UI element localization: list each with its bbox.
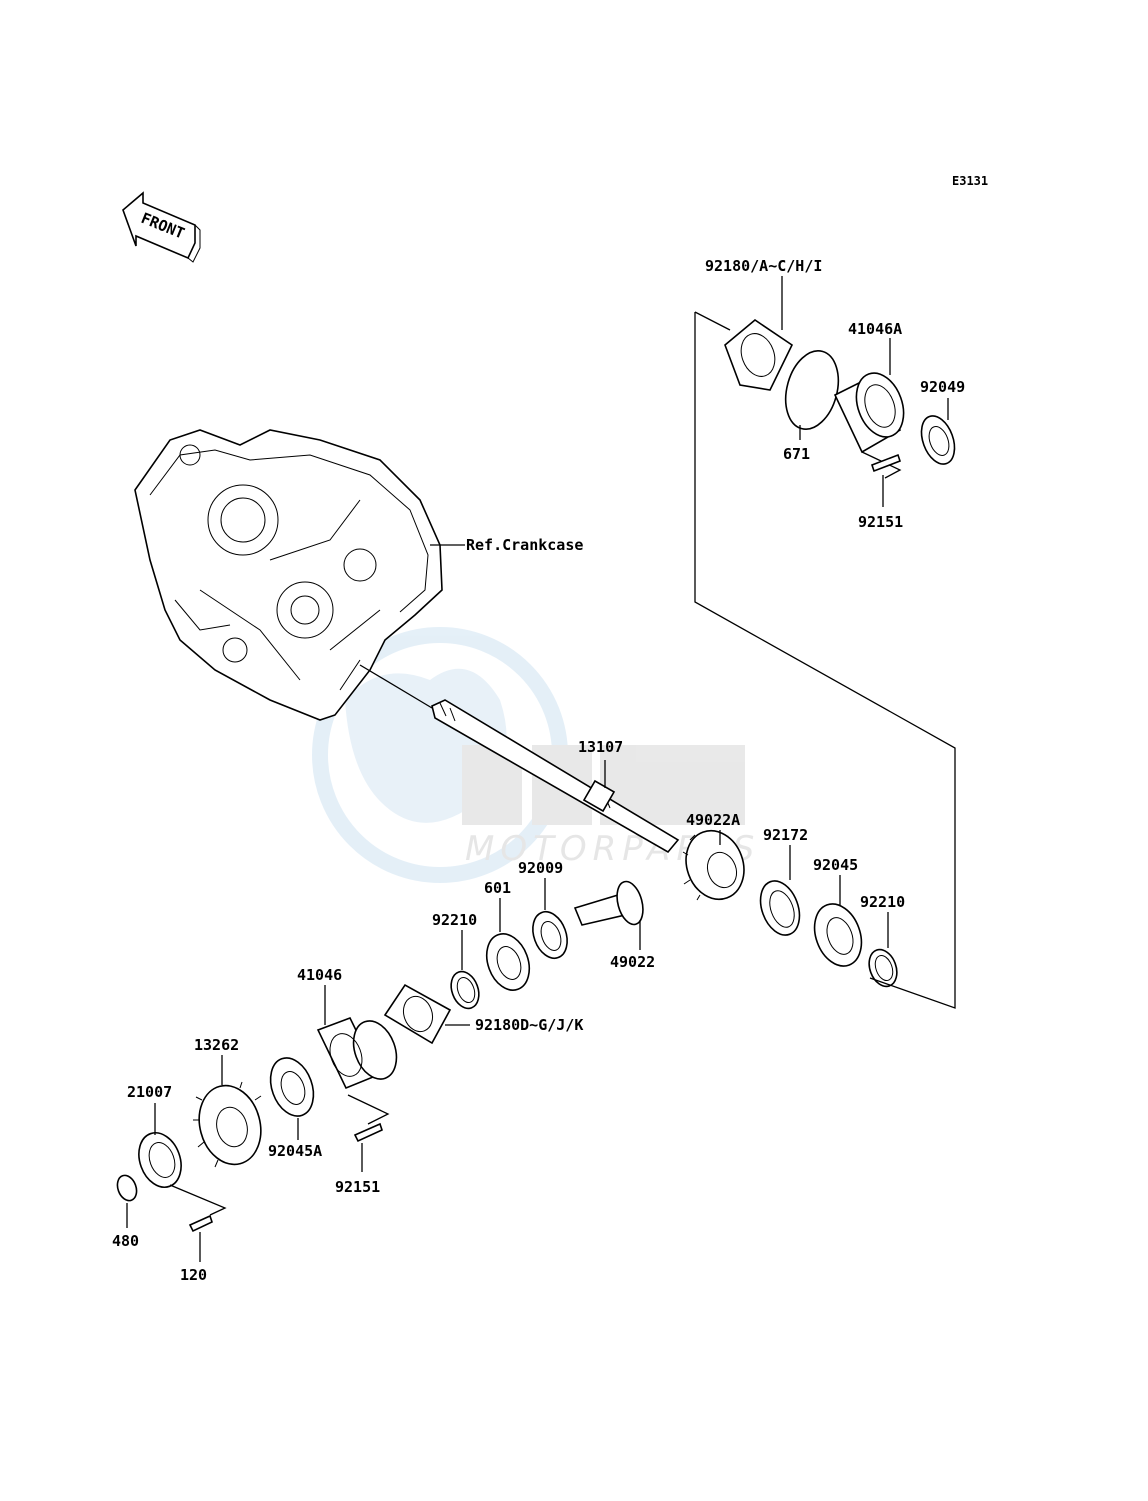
bearing-601 <box>485 933 531 991</box>
pinion-49022 <box>573 880 644 926</box>
part-label-480: 480 <box>112 1232 139 1250</box>
diagram-code: E3131 <box>952 174 988 188</box>
gear-49022a <box>682 829 745 901</box>
part-label-92151-lower: 92151 <box>335 1178 380 1196</box>
shaft-13107 <box>359 664 680 854</box>
ring-92210-right <box>868 948 898 988</box>
part-label-49022a: 49022A <box>686 811 740 829</box>
cover-21007 <box>138 1132 182 1188</box>
part-label-92049: 92049 <box>920 378 965 396</box>
part-label-671: 671 <box>783 445 810 463</box>
oring-671 <box>784 350 840 430</box>
part-label-92210-right: 92210 <box>860 893 905 911</box>
part-label-120: 120 <box>180 1266 207 1284</box>
housing-41046a <box>833 372 905 454</box>
seal-92172 <box>759 880 801 936</box>
part-labels: 92180/A~C/H/I 41046A 92049 671 92151 131… <box>112 257 965 1284</box>
part-label-601: 601 <box>484 879 511 897</box>
part-label-41046: 41046 <box>297 966 342 984</box>
part-label-92045: 92045 <box>813 856 858 874</box>
part-label-92172: 92172 <box>763 826 808 844</box>
ref-crankcase-label: Ref.Crankcase <box>466 536 583 554</box>
assembly-bracket <box>694 312 956 1009</box>
nut-92009 <box>532 910 568 960</box>
part-label-92009: 92009 <box>518 859 563 877</box>
front-arrow-icon: FRONT <box>122 191 201 263</box>
seal-92049 <box>920 415 956 465</box>
part-label-92045a: 92045A <box>268 1142 322 1160</box>
part-label-92210-left: 92210 <box>432 911 477 929</box>
part-label-92180a: 92180/A~C/H/I <box>705 257 822 275</box>
part-label-49022: 49022 <box>610 953 655 971</box>
clip-480 <box>116 1174 138 1202</box>
screw-120 <box>188 1214 213 1233</box>
crankcase <box>134 429 443 721</box>
bearing-92045 <box>813 903 863 967</box>
part-label-13262: 13262 <box>194 1036 239 1054</box>
housing-41046 <box>316 1016 398 1090</box>
part-label-92151-upper: 92151 <box>858 513 903 531</box>
part-label-13107: 13107 <box>578 738 623 756</box>
part-label-21007: 21007 <box>127 1083 172 1101</box>
part-label-41046a: 41046A <box>848 320 902 338</box>
bolt-92151-lower <box>353 1122 383 1143</box>
ring-92210-left <box>450 970 480 1010</box>
bolt-92151-upper <box>870 453 902 473</box>
gasket-92180d <box>383 983 452 1045</box>
bearing-92045a <box>269 1057 315 1117</box>
part-label-92180d: 92180D~G/J/K <box>475 1016 583 1034</box>
gasket-92180a <box>724 319 794 391</box>
gear-13262 <box>193 1081 262 1168</box>
